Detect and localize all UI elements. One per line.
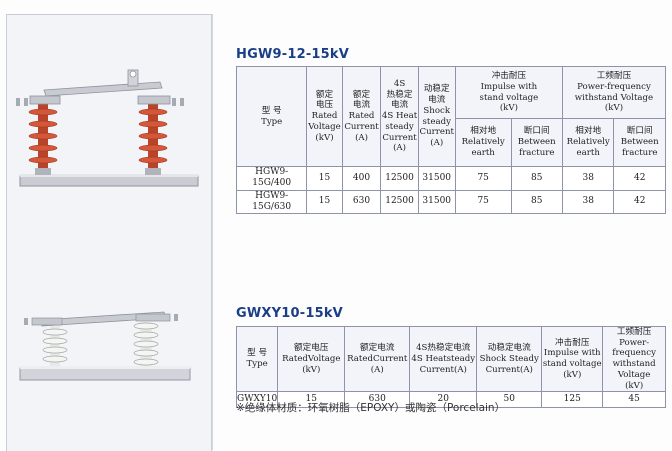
hgw9-model-title: HGW9-12-15kV [236, 47, 350, 62]
cell-impulse-earth: 75 [454, 189, 512, 214]
cell-power-frequency: 45 [602, 391, 666, 409]
insulator-material-note: ※绝缘体材质：环氧树脂（EPOXY）或陶瓷（Porcelain） [236, 402, 506, 414]
cell-impulse-fracture: 85 [510, 189, 563, 214]
cell-voltage: 15 [306, 189, 343, 214]
gwxy10-isolator-image [19, 311, 191, 381]
cell-voltage: 15 [306, 166, 343, 191]
cell-impulse-fracture: 85 [510, 166, 563, 191]
cell-heat: 12500 [380, 166, 419, 191]
hgw9-isolator-image [16, 69, 199, 187]
table-row: HGW9-15G/630 15 630 12500 31500 75 85 38… [235, 189, 666, 214]
cell-pf-fracture: 42 [613, 189, 666, 214]
cell-pf-earth: 38 [561, 166, 615, 191]
cell-shock: 31500 [417, 166, 456, 191]
cell-pf-fracture: 42 [613, 166, 666, 191]
cell-type: GWXY10 [235, 391, 279, 409]
cell-heat: 12500 [380, 189, 419, 214]
cell-impulse-earth: 75 [454, 166, 512, 191]
cell-pf-earth: 38 [561, 189, 615, 214]
cell-current: 630 [341, 189, 382, 214]
cell-current: 400 [341, 166, 382, 191]
panel-divider [212, 14, 213, 450]
cell-impulse: 125 [541, 391, 604, 409]
cell-type: HGW9-15G/630 [235, 189, 308, 214]
cell-type: HGW9-15G/400 [235, 166, 308, 191]
gwxy10-model-title: GWXY10-15kV [236, 306, 343, 321]
table-row: GWXY10 15 630 20 50 125 45 [235, 391, 666, 409]
cell-shock: 31500 [417, 189, 456, 214]
table-row: HGW9-15G/400 15 400 12500 31500 75 85 38… [235, 166, 666, 191]
